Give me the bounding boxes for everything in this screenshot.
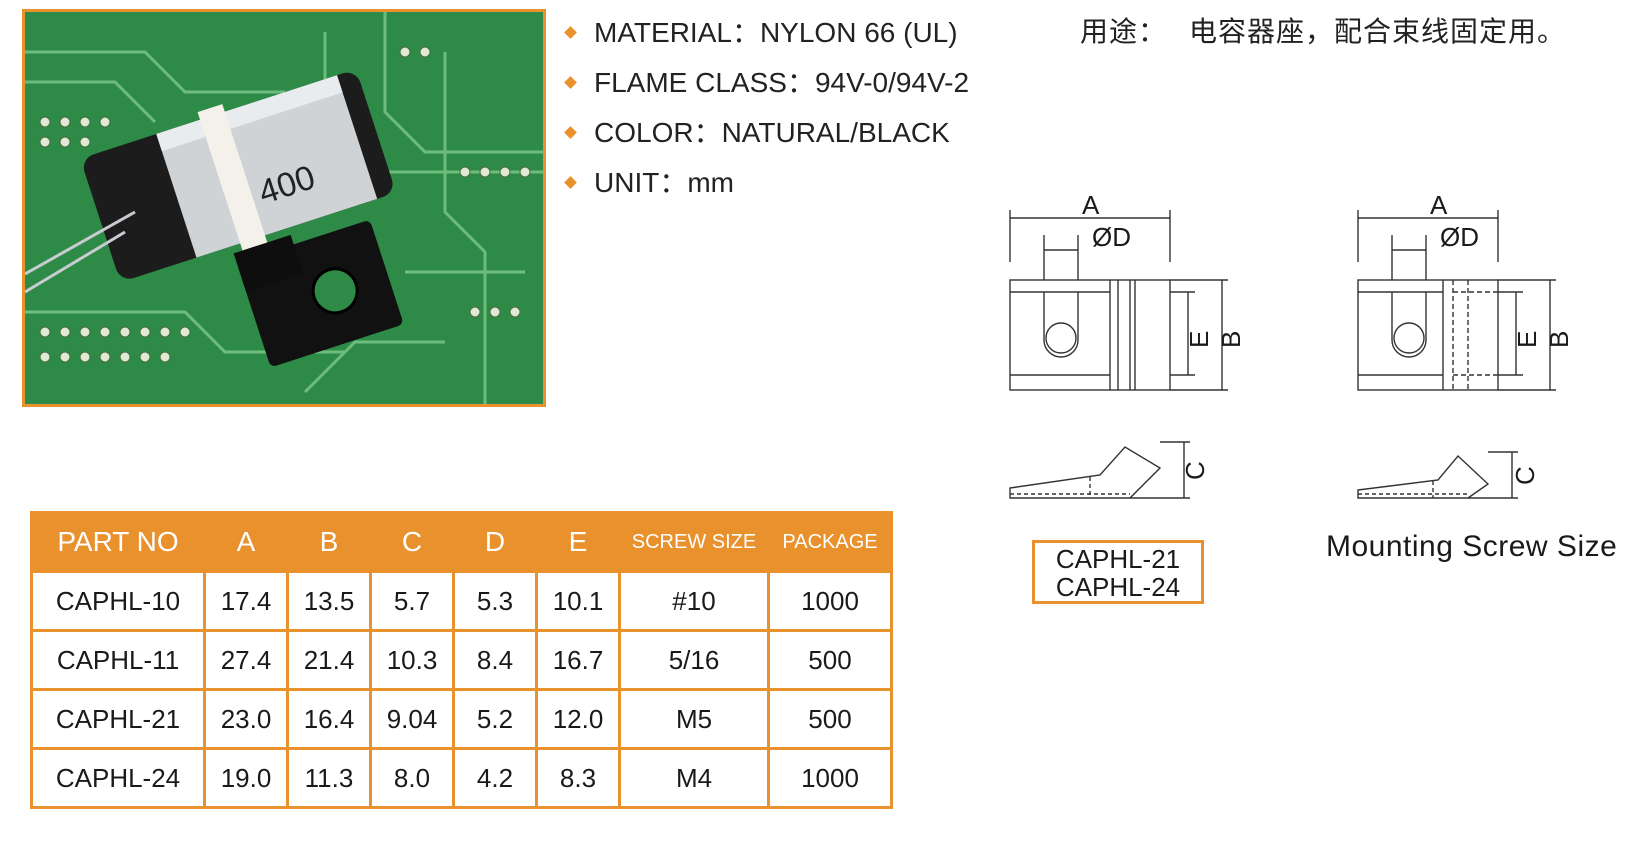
spec-table: PART NO A B C D E SCREW SIZE PACKAGE CAP… [30,511,893,809]
part-number: CAPHL-24 [1055,572,1181,602]
side-view-right [1357,451,1518,499]
cell-package: 1000 [767,570,893,632]
header-b: B [286,512,371,572]
cell-e: 10.1 [535,570,621,632]
table-row: CAPHL-11 27.4 21.4 10.3 8.4 16.7 5/16 50… [30,629,893,691]
cell-a: 27.4 [203,629,289,691]
cell-e: 16.7 [535,629,621,691]
header-e: E [535,512,620,572]
cell-part-no: CAPHL-11 [30,629,206,691]
top-view-left [1009,210,1228,391]
usage-label: 用途： [1080,15,1168,48]
cell-d: 5.2 [452,688,538,750]
cell-b: 21.4 [286,629,372,691]
cell-c: 8.0 [369,747,455,809]
dim-label-e: E [1512,331,1542,348]
cell-b: 13.5 [286,570,372,632]
cell-package: 500 [767,629,893,691]
header-c: C [369,512,454,572]
diamond-bullet-icon [564,26,577,39]
dim-label-a: A [1082,190,1100,220]
dim-label-c: C [1510,466,1540,485]
spec-item-material: MATERIAL：NYLON 66 (UL) [560,14,969,64]
header-package: PACKAGE [767,512,892,572]
dim-label-c: C [1180,461,1210,480]
diamond-bullet-icon [564,76,577,89]
diamond-bullet-icon [564,126,577,139]
usage-note: 用途： 电容器座，配合束线固定用。 [1080,10,1566,50]
spec-item-flame-class: FLAME CLASS：94V-0/94V-2 [560,64,969,114]
cell-a: 23.0 [203,688,289,750]
table-row: CAPHL-24 19.0 11.3 8.0 4.2 8.3 M4 1000 [30,747,893,809]
dim-label-d: ØD [1092,222,1131,252]
table-header-row: PART NO A B C D E SCREW SIZE PACKAGE [30,512,892,572]
table-row: CAPHL-21 23.0 16.4 9.04 5.2 12.0 M5 500 [30,688,893,750]
cell-screw-size: 5/16 [618,629,770,691]
cell-c: 10.3 [369,629,455,691]
spec-list: MATERIAL：NYLON 66 (UL) FLAME CLASS：94V-0… [560,14,969,214]
technical-drawings: A ØD A ØD E B C E B C [1009,190,1574,499]
cell-c: 5.7 [369,570,455,632]
cell-part-no: CAPHL-21 [30,688,206,750]
mounting-caption: Mounting Screw Size [1326,530,1618,563]
cell-c: 9.04 [369,688,455,750]
part-number-box: CAPHL-21 CAPHL-24 [1032,540,1204,604]
cell-a: 19.0 [203,747,289,809]
dim-label-e: E [1184,331,1214,348]
dim-label-b: B [1216,331,1246,348]
usage-text: 电容器座，配合束线固定用。 [1189,15,1567,48]
cell-b: 11.3 [286,747,372,809]
cell-package: 1000 [767,747,893,809]
dim-label-b: B [1544,331,1574,348]
cell-part-no: CAPHL-10 [30,570,206,632]
cell-package: 500 [767,688,893,750]
cell-a: 17.4 [203,570,289,632]
spec-item-unit: UNIT：mm [560,164,969,214]
cell-e: 8.3 [535,747,621,809]
dim-label-a: A [1430,190,1448,220]
part-number: CAPHL-21 [1055,544,1181,574]
header-screw-size: SCREW SIZE [618,512,769,572]
cell-b: 16.4 [286,688,372,750]
header-a: A [203,512,288,572]
header-d: D [452,512,537,572]
cell-part-no: CAPHL-24 [30,747,206,809]
cell-screw-size: M5 [618,688,770,750]
cell-d: 5.3 [452,570,538,632]
header-part-no: PART NO [30,512,205,572]
cell-screw-size: #10 [618,570,770,632]
cell-d: 8.4 [452,629,538,691]
cell-e: 12.0 [535,688,621,750]
cell-d: 4.2 [452,747,538,809]
diamond-bullet-icon [564,176,577,189]
cell-screw-size: M4 [618,747,770,809]
dim-label-d: ØD [1440,222,1479,252]
spec-item-color: COLOR：NATURAL/BLACK [560,114,969,164]
top-view-right [1357,210,1556,391]
side-view-left [1009,441,1190,499]
product-photo: 400 [22,9,546,407]
table-row: CAPHL-10 17.4 13.5 5.7 5.3 10.1 #10 1000 [30,570,893,632]
